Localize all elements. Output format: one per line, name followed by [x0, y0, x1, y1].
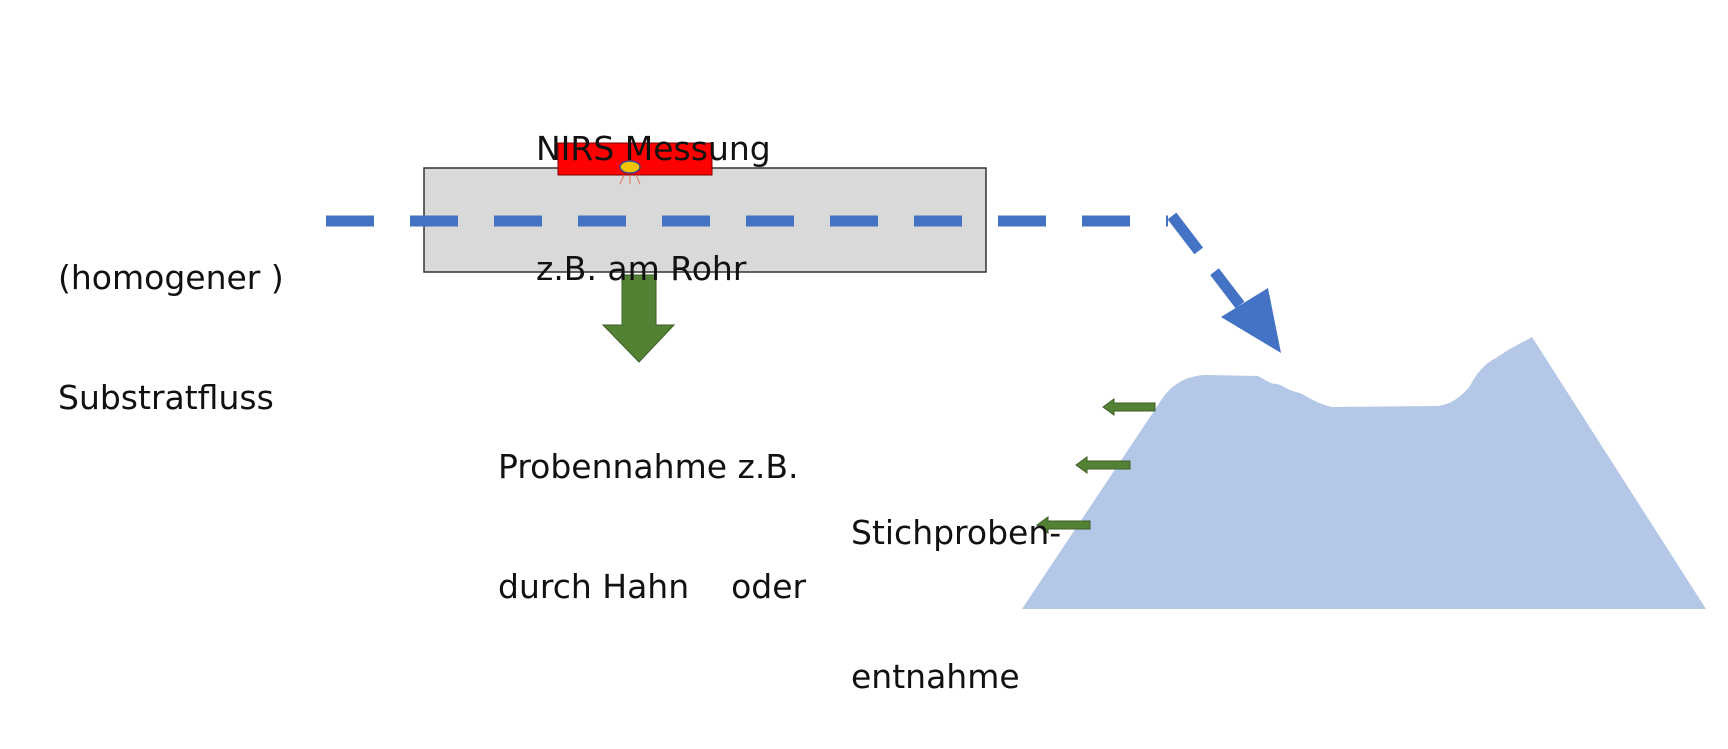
- down-arrow-icon: [601, 274, 676, 363]
- nirs-measurement-label: NIRS Messung z.B. am Rohr: [536, 49, 771, 329]
- sensor-led: [619, 160, 641, 174]
- nirs-sensor-icon: [557, 142, 713, 185]
- nirs-measurement-label-line2: z.B. am Rohr: [536, 249, 747, 288]
- spot-sampling-arrows: [1036, 398, 1156, 534]
- spot-sampling-label: Stichproben- entnahme: [851, 413, 1061, 749]
- sensor-rays: [619, 174, 641, 185]
- spot-sampling-label-line2: entnahme: [851, 657, 1020, 696]
- flow-arrow-head: [1221, 288, 1281, 353]
- flow-line-diagonal: [1167, 212, 1245, 309]
- substrate-flow-label-line1: (homogener ): [58, 258, 284, 297]
- substrate-heap: [1022, 337, 1706, 609]
- nirs-measurement-label-line1: NIRS Messung: [536, 129, 771, 168]
- left-arrow-icon: [1075, 456, 1131, 474]
- left-arrow-icon: [1036, 516, 1091, 534]
- left-arrow-icon: [1102, 398, 1156, 416]
- spot-sampling-label-line1: Stichproben-: [851, 513, 1062, 552]
- sampling-label: Probennahme z.B. durch Hahn oder: [498, 367, 806, 647]
- sampling-label-line2: durch Hahn oder: [498, 567, 807, 606]
- substrate-flow-label: (homogener ) Substratfluss: [58, 178, 284, 458]
- sampling-label-line1: Probennahme z.B.: [498, 447, 799, 486]
- substrate-flow-label-line2: Substratfluss: [58, 378, 274, 417]
- diagram-canvas: [326, 142, 1706, 609]
